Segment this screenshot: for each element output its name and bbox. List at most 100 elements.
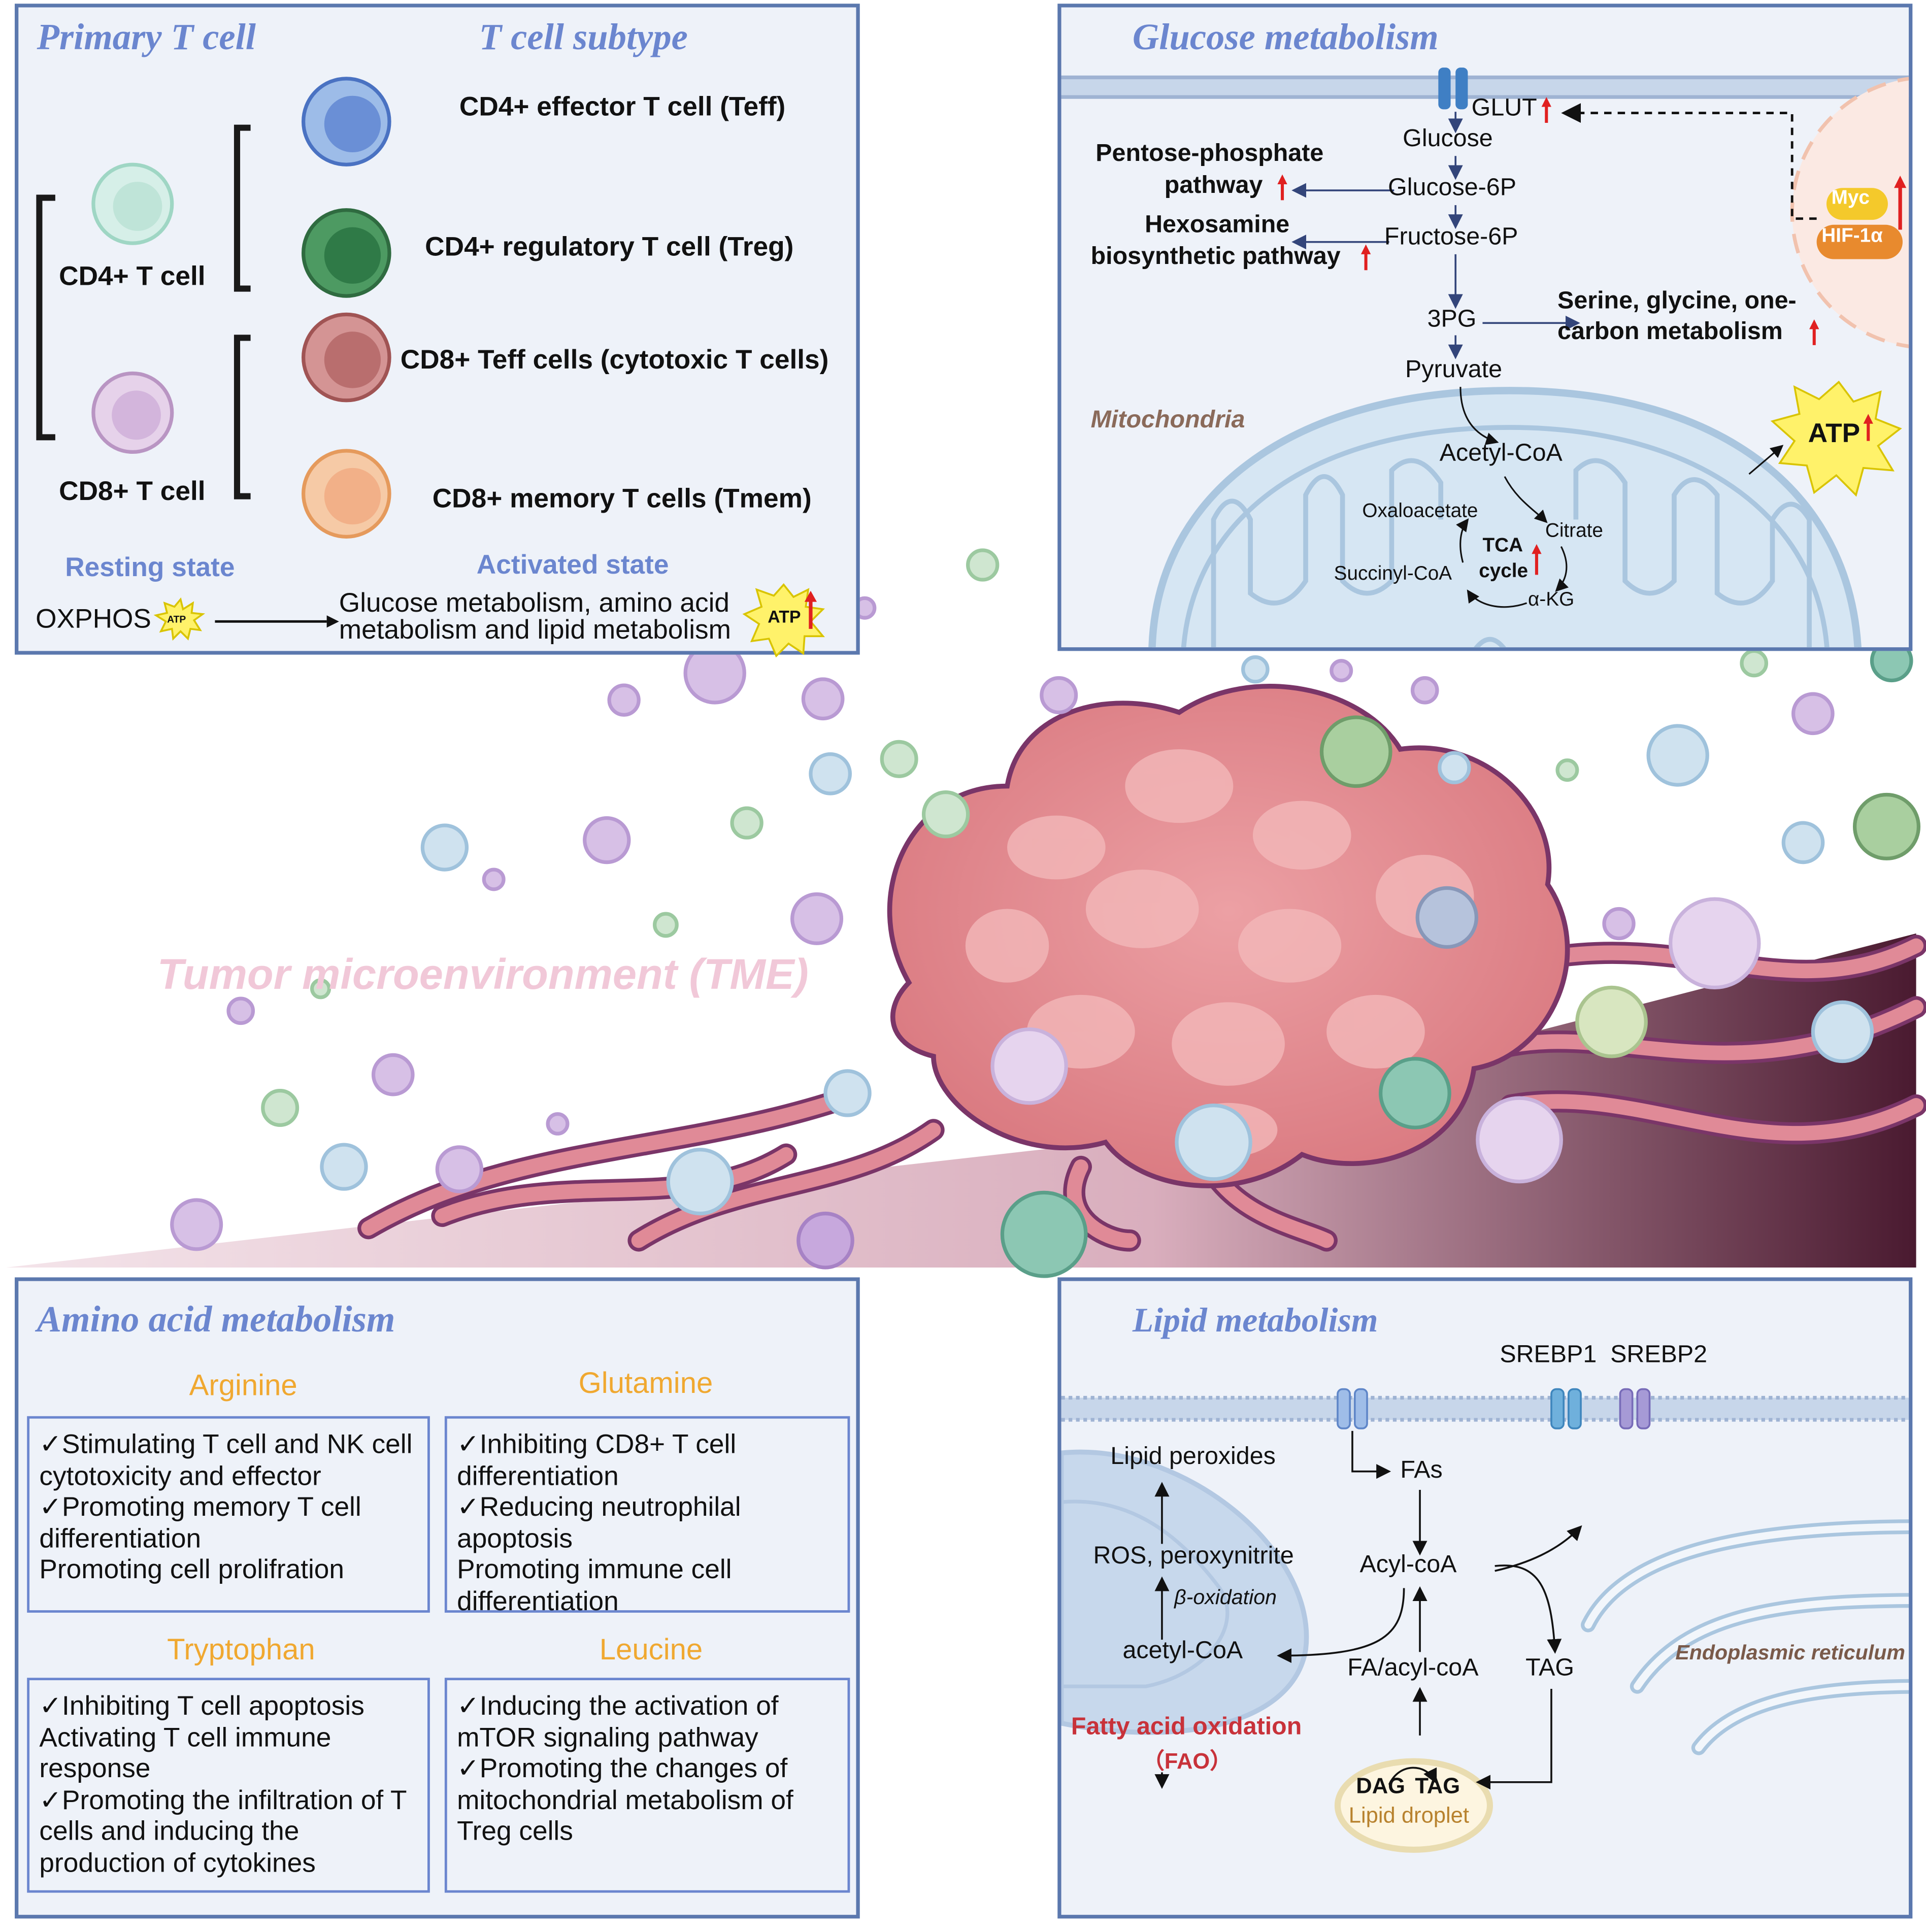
tag-droplet-label: TAG [1415, 1773, 1460, 1798]
activation-arrow [215, 615, 339, 628]
tryptophan-line: ✓Inhibiting T cell apoptosis [39, 1690, 364, 1721]
srebp2-label: SREBP2 [1610, 1341, 1708, 1369]
ppp-line-2: pathway [1164, 172, 1263, 199]
leucine-line: ✓Promoting the changes of [457, 1752, 788, 1784]
glucose-label: Glucose [1403, 125, 1493, 153]
resting-state-label: Resting state [65, 551, 235, 582]
3pg-label: 3PG [1427, 306, 1477, 333]
beta-oxidation-label: β-oxidation [1174, 1585, 1277, 1609]
tryptophan-heading: Tryptophan [167, 1634, 315, 1667]
arginine-line: Promoting cell prolifration [39, 1553, 345, 1585]
atp-glucose-label: ATP [1808, 417, 1861, 449]
arginine-line: ✓Stimulating T cell and NK cell [39, 1428, 413, 1459]
treg-cell-icon [302, 208, 391, 298]
tissue-ground [6, 933, 1916, 1268]
leucine-heading: Leucine [599, 1634, 703, 1667]
srebp2-icon [1619, 1388, 1651, 1429]
hif-label: HIF-1α [1821, 226, 1883, 247]
atp-starburst-activated [742, 583, 825, 658]
arginine-heading: Arginine [189, 1369, 297, 1403]
cell-membrane [1061, 75, 1909, 99]
arginine-box: ✓Stimulating T cell and NK cell cytotoxi… [27, 1416, 430, 1613]
primary-t-cell-panel [15, 4, 860, 655]
transporter-icon [1337, 1388, 1368, 1429]
tag-label: TAG [1525, 1654, 1575, 1682]
t-cell-subtype-title: T cell subtype [479, 17, 688, 58]
myc-icon [1826, 188, 1888, 220]
glut-transporter-icon [1438, 68, 1468, 110]
atp-starburst-glucose [1770, 380, 1902, 497]
tca-label: TCA [1482, 535, 1523, 557]
glut-label: GLUT [1471, 94, 1537, 122]
amino-acid-title: Amino acid metabolism [37, 1299, 395, 1340]
glutamine-line: differentiation [457, 1459, 619, 1491]
er-label: Endoplasmic reticulum [1675, 1641, 1905, 1664]
tmem-cell-icon [302, 449, 391, 539]
serine-line-1: Serine, glycine, one- [1557, 287, 1797, 315]
ppp-line-1: Pentose-phosphate [1095, 140, 1324, 168]
ros-label: ROS, peroxynitrite [1093, 1543, 1294, 1570]
acetyl-coa-label: Acetyl-CoA [1439, 440, 1563, 467]
glutamine-line: ✓Reducing neutrophilal [457, 1491, 741, 1522]
lipid-metabolism-panel [1057, 1277, 1913, 1919]
leucine-box: ✓Inducing the activation of mTOR signali… [444, 1678, 850, 1893]
cd8-label: CD8+ T cell [59, 475, 206, 506]
brackets [36, 124, 251, 499]
glutamine-line: apoptosis [457, 1522, 573, 1553]
cd4-label: CD4+ T cell [59, 260, 206, 291]
subtype-tmem: CD8+ memory T cells (Tmem) [432, 482, 812, 514]
tryptophan-line: response [39, 1752, 151, 1784]
endoplasmic-reticulum [1581, 1519, 1909, 1755]
cd4-cell-icon [91, 162, 174, 245]
atp-small-label: ATP [167, 614, 186, 625]
glucose-panel-graphics [1061, 68, 1909, 648]
leucine-line: mTOR signaling pathway [457, 1721, 758, 1752]
subtype-teff: CD4+ effector T cell (Teff) [459, 91, 786, 122]
glutamine-line: Promoting immune cell [457, 1553, 732, 1585]
glucose-metabolism-title: Glucose metabolism [1132, 17, 1439, 58]
mitochondrion [1148, 387, 1862, 648]
arginine-line: differentiation [39, 1522, 202, 1553]
hif-icon [1816, 224, 1903, 259]
metabolism-line-1: Glucose metabolism, amino acid [339, 587, 730, 618]
increase-arrows [1277, 97, 1819, 345]
metabolism-line-2: metabolism and lipid metabolism [339, 614, 732, 645]
subtype-treg: CD4+ regulatory T cell (Treg) [425, 230, 794, 262]
cytotoxic-cell-icon [302, 312, 391, 403]
leucine-line: Treg cells [457, 1815, 573, 1846]
glutamine-line: ✓Inhibiting CD8+ T cell [457, 1428, 737, 1459]
lipid-metabolism-title: Lipid metabolism [1132, 1302, 1378, 1340]
cd8-cell-icon [91, 371, 174, 454]
citrate-label: Citrate [1545, 520, 1603, 542]
oxaloacetate-label: Oxaloacetate [1362, 501, 1478, 522]
lipid-droplet-label: Lipid droplet [1348, 1803, 1470, 1828]
atp-activated-label: ATP [768, 607, 801, 626]
lipid-mitochondrion [1061, 1449, 1309, 1735]
oxphos-label: OXPHOS [36, 603, 151, 634]
primary-t-cell-title: Primary T cell [37, 17, 256, 58]
tryptophan-line: cells and inducing the [39, 1815, 300, 1846]
hexosamine-line-1: Hexosamine [1145, 211, 1290, 239]
acetyl-coa-lipid-label: acetyl-CoA [1122, 1637, 1243, 1664]
hexosamine-line-2: biosynthetic pathway [1090, 243, 1341, 271]
tryptophan-line: ✓Promoting the infiltration of T [39, 1784, 407, 1815]
pyruvate-label: Pyruvate [1405, 356, 1503, 383]
tme-label: Tumor microenvironment (TME) [157, 950, 809, 999]
srebp1-label: SREBP1 [1500, 1341, 1597, 1369]
succinyl-coa-label: Succinyl-CoA [1334, 563, 1452, 585]
teff-cell-icon [302, 77, 391, 166]
lipid-membrane [1061, 1397, 1909, 1420]
cycle-label: cycle [1479, 561, 1529, 582]
lipid-droplet-icon [1334, 1758, 1493, 1853]
atp-starburst-small [153, 597, 206, 641]
arginine-line: ✓Promoting memory T cell [39, 1491, 361, 1522]
activated-state-label: Activated state [476, 549, 669, 580]
serine-line-2: carbon metabolism [1557, 318, 1783, 345]
mitochondria-label: Mitochondria [1090, 406, 1245, 434]
glutamine-line: differentiation [457, 1585, 619, 1616]
akg-label: α-KG [1527, 589, 1575, 611]
srebp1-icon [1550, 1388, 1582, 1429]
tryptophan-line: production of cytokines [39, 1846, 316, 1878]
